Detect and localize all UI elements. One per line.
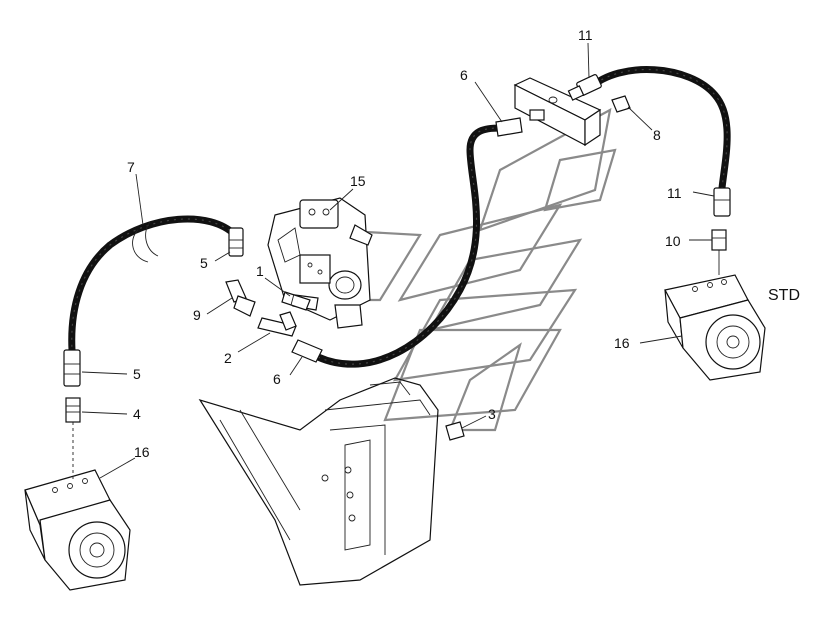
callout-9: 9 <box>193 307 201 323</box>
fitting-9-elbow <box>225 279 256 317</box>
hydraulic-motor-left <box>24 469 131 591</box>
callout-10: 10 <box>665 233 681 249</box>
callout-6-upper: 6 <box>460 67 468 83</box>
callout-16-left: 16 <box>134 444 150 460</box>
callout-2: 2 <box>224 350 232 366</box>
mounting-bracket <box>513 77 602 147</box>
callout-5-lower: 5 <box>133 366 141 382</box>
hydraulic-motor-right <box>664 274 766 381</box>
callout-11-upper: 11 <box>578 27 593 43</box>
callout-labels: 7 5 9 1 15 2 6 6 11 8 11 10 16 5 4 16 3 … <box>127 27 800 460</box>
watermark-logo-icon <box>288 107 617 432</box>
adapter-10 <box>711 229 727 275</box>
callout-8: 8 <box>653 127 661 143</box>
fitting-11-upper <box>567 74 602 101</box>
callout-3: 3 <box>488 406 496 422</box>
hose-center <box>314 124 504 368</box>
adapter-4 <box>65 397 81 480</box>
nut-8 <box>611 95 631 113</box>
callout-4: 4 <box>133 406 141 422</box>
callout-5-upper: 5 <box>200 255 208 271</box>
variant-label: STD <box>768 287 800 304</box>
valve-block <box>267 197 373 329</box>
tee-fitting-2 <box>257 311 297 337</box>
callout-6-lower: 6 <box>273 371 281 387</box>
hose-left <box>68 215 239 354</box>
callout-16-right: 16 <box>614 335 630 351</box>
fitting-5-lower <box>63 349 81 387</box>
callout-11-lower: 11 <box>667 185 682 201</box>
hose-right <box>586 66 731 192</box>
fitting-11-lower <box>713 187 731 217</box>
callout-15: 15 <box>350 173 366 189</box>
fitting-5-upper <box>228 227 244 257</box>
main-housing <box>198 377 439 586</box>
callout-1: 1 <box>256 263 264 279</box>
clamp-7 <box>132 221 159 263</box>
plug-3 <box>445 421 465 441</box>
callout-7: 7 <box>127 159 135 175</box>
fitting-6-lower <box>291 339 323 363</box>
leader-lines <box>81 42 715 479</box>
fitting-1 <box>281 291 311 311</box>
fitting-6-upper <box>495 109 545 137</box>
